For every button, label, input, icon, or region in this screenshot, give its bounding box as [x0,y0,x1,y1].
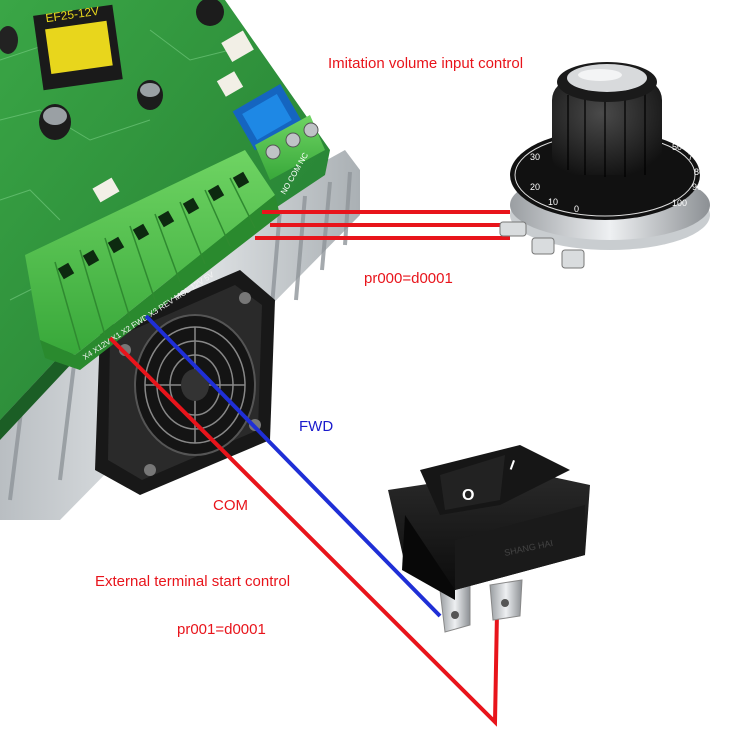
start-control-title: External terminal start control [95,573,291,590]
volume-control-title: Imitation volume input control [328,55,524,72]
svg-text:20: 20 [530,182,540,192]
svg-text:0: 0 [574,204,579,214]
volume-knob[interactable] [552,62,662,177]
svg-text:80: 80 [694,167,704,177]
potentiometer: 20 30 50 70 80 90 100 10 0 [499,62,710,269]
control-board: EF25-12V NO COM NC [0,0,330,440]
svg-text:30: 30 [530,152,540,162]
com-label: COM [213,497,248,514]
rocker-switch[interactable]: SHANG HAI O I [388,445,590,633]
potentiometer-wires [255,210,510,240]
volume-param-label: pr000=d0001 [364,270,453,287]
switch-off-symbol: O [462,487,474,504]
fwd-wire [144,314,442,618]
com-wire [108,336,499,727]
capacitors [0,0,224,140]
fwd-label: FWD [299,418,334,435]
relay [232,83,303,151]
potentiometer-lugs [499,221,585,269]
transformer: EF25-12V [33,4,123,91]
svg-text:70: 70 [688,152,698,162]
switch-on-symbol: I [508,457,517,473]
svg-text:90: 90 [692,182,702,192]
switch-wires [108,314,499,727]
start-param-label: pr001=d0001 [177,621,266,638]
svg-text:10: 10 [548,197,558,207]
dial-scale: 20 30 50 70 80 90 100 10 0 [530,142,704,214]
white-connector [221,30,254,63]
svg-text:100: 100 [672,198,687,208]
cooling-fan [95,270,275,495]
svg-text:50: 50 [672,142,682,152]
